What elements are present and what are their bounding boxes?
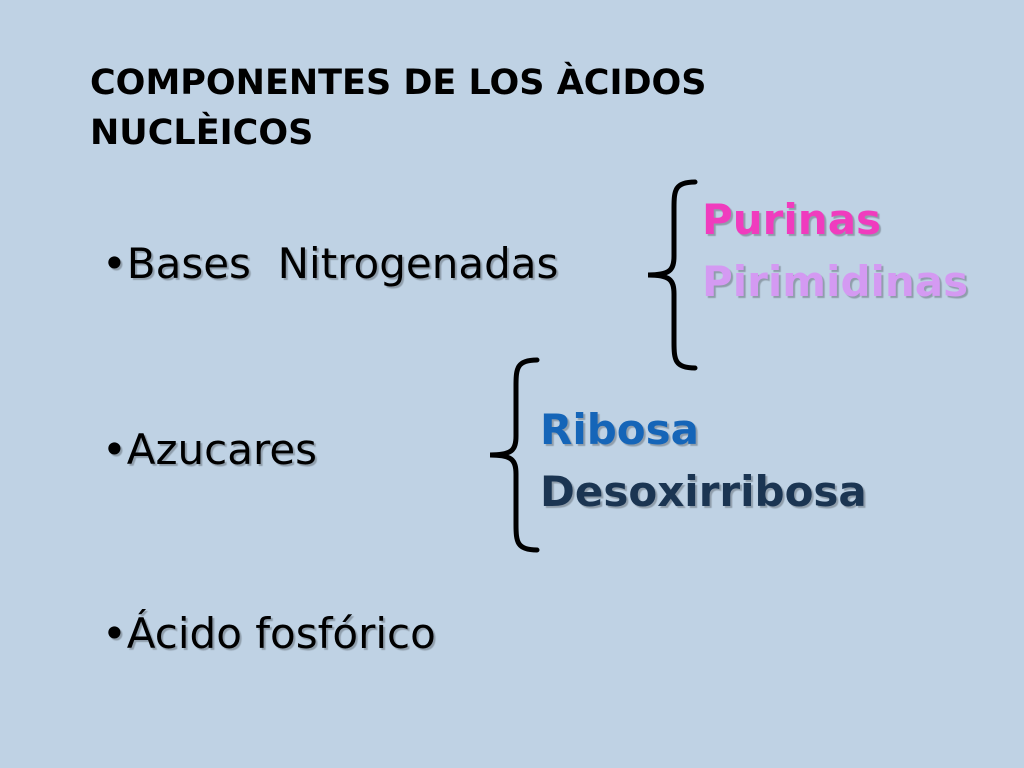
bullet-acido-fosforico: •Ácido fosfórico [102,609,436,658]
label-pirimidinas: Pirimidinas [702,257,969,306]
label-desoxirribosa: Desoxirribosa [540,467,867,516]
bullet-bases-nitrogenadas: •Bases Nitrogenadas [102,239,559,288]
slide-title: COMPONENTES DE LOS ÀCIDOS NUCLÈICOS [90,63,707,153]
brace-azucares [489,357,540,553]
bullet-azucares: •Azucares [102,425,318,474]
label-ribosa: Ribosa [540,405,699,454]
brace-bases [647,179,698,371]
label-purinas: Purinas [702,195,882,244]
